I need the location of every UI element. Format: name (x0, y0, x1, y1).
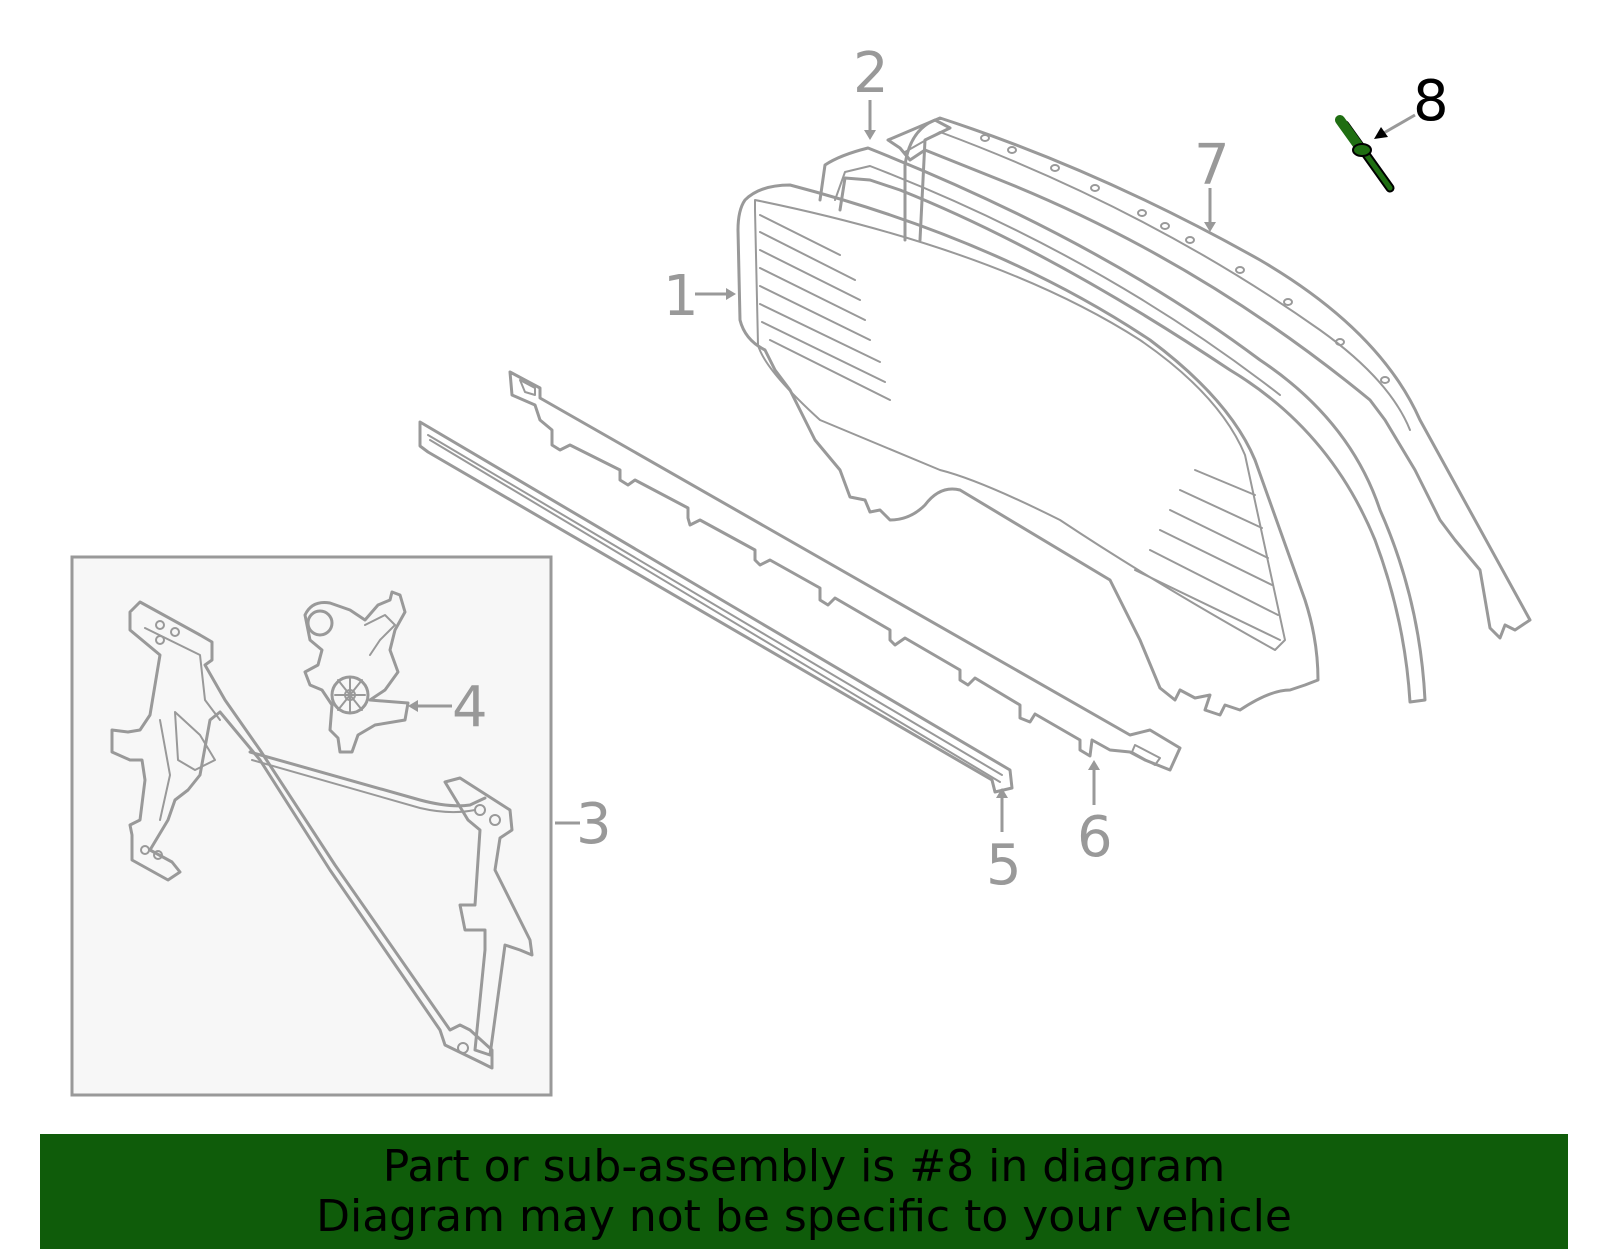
callout-5: 5 (986, 833, 1022, 898)
part-4-motor (303, 590, 410, 754)
callout-labels: 1 2 3 4 5 6 7 8 (452, 41, 1449, 898)
callout-1: 1 (663, 264, 699, 329)
part-7-run-channel (886, 116, 1532, 640)
part-8-highlighted-fastener (1335, 115, 1395, 193)
part-1-door-glass (736, 183, 1320, 717)
run-channel-holes (980, 134, 1390, 384)
part-5-inner-belt-strip (418, 420, 1014, 794)
banner-line-1: Part or sub-assembly is #8 in diagram (382, 1140, 1226, 1192)
part-6-belt-weatherstrip (508, 370, 1182, 772)
callout-3: 3 (576, 792, 612, 857)
callout-7: 7 (1194, 133, 1230, 198)
part-2-frame (818, 118, 1427, 704)
callout-2: 2 (853, 41, 889, 106)
callout-8: 8 (1413, 69, 1449, 134)
callout-6: 6 (1077, 805, 1113, 870)
info-banner: Part or sub-assembly is #8 in diagram Di… (40, 1134, 1568, 1249)
part-3-regulator-inset (70, 555, 553, 1097)
banner-line-2: Diagram may not be specific to your vehi… (316, 1190, 1292, 1242)
callout-4: 4 (452, 675, 488, 740)
leader-lines (408, 100, 1416, 832)
glass-reflection-lines (759, 214, 1281, 641)
